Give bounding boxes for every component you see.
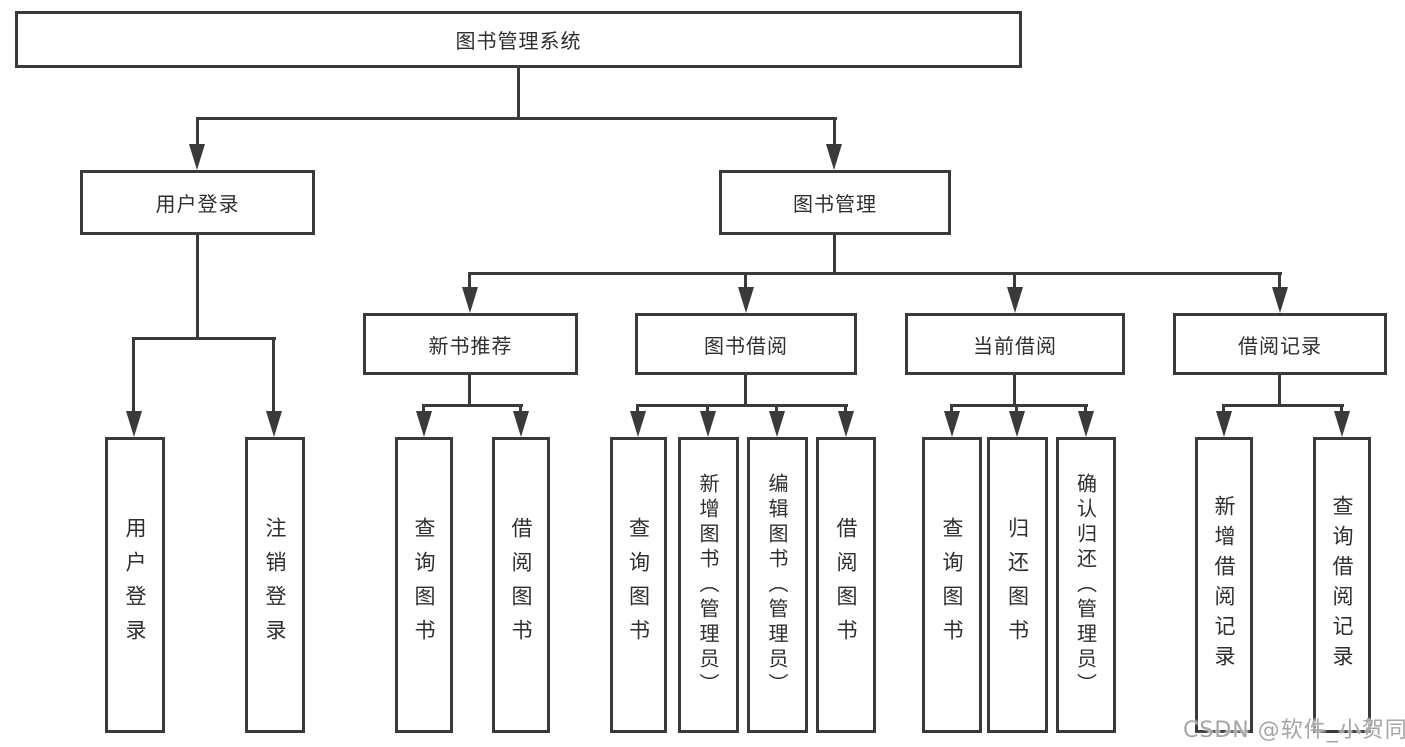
arrowhead-down-icon: [700, 411, 716, 437]
connector-line: [636, 404, 639, 413]
arrowhead-down-icon: [1334, 411, 1350, 437]
arrowhead-down-icon: [944, 411, 960, 437]
connector-line: [775, 404, 778, 413]
csdn-watermark: CSDN @软件_小贺同学: [1183, 718, 1405, 743]
connector-line: [468, 272, 471, 289]
arrowhead-down-icon: [1007, 287, 1023, 313]
leaf-label: 新增图书（管理员）: [696, 472, 720, 698]
connector-line: [950, 404, 1088, 407]
connector-line: [272, 337, 275, 414]
arrowhead-down-icon: [838, 411, 854, 437]
arrowhead-down-icon: [462, 287, 478, 313]
node-label: 图书管理系统: [455, 29, 582, 53]
arrowhead-down-icon: [1078, 411, 1094, 437]
node-book-borrowing: 图书借阅: [635, 313, 857, 375]
connector-line: [833, 117, 836, 147]
arrowhead-down-icon: [769, 411, 785, 437]
arrowhead-down-icon: [126, 411, 142, 437]
connector-line: [636, 404, 848, 407]
connector-line: [1222, 404, 1344, 407]
leaf-label: 用户登录: [123, 517, 147, 653]
leaf-query-books-current: 查询图书: [922, 437, 982, 733]
connector-line: [1084, 404, 1087, 413]
leaf-label: 新增借阅记录: [1212, 495, 1236, 675]
arrowhead-down-icon: [416, 411, 432, 437]
arrowhead-down-icon: [1216, 411, 1232, 437]
connector-line: [1222, 404, 1225, 413]
leaf-query-borrow-record: 查询借阅记录: [1313, 437, 1371, 733]
connector-line: [950, 404, 953, 413]
leaf-label: 编辑图书（管理员）: [765, 472, 789, 698]
leaf-label: 查询图书: [626, 517, 651, 653]
connector-line: [517, 68, 520, 120]
arrowhead-down-icon: [826, 144, 842, 170]
node-label: 用户登录: [155, 192, 240, 216]
leaf-add-book-admin: 新增图书（管理员）: [678, 437, 739, 733]
node-user-login: 用户登录: [80, 170, 315, 235]
connector-line: [744, 272, 747, 289]
node-borrowing-records: 借阅记录: [1173, 313, 1387, 375]
leaf-borrow-books-recommend: 借阅图书: [492, 437, 550, 733]
arrowhead-down-icon: [513, 411, 529, 437]
node-book-management: 图书管理: [719, 170, 951, 235]
node-label: 当前借阅: [973, 333, 1057, 358]
connector-line: [422, 404, 425, 413]
leaf-add-borrow-record: 新增借阅记录: [1195, 437, 1253, 733]
node-label: 图书管理: [793, 192, 877, 216]
leaf-query-books-recommend: 查询图书: [395, 437, 453, 733]
arrowhead-down-icon: [266, 411, 282, 437]
leaf-label: 借阅图书: [509, 517, 533, 653]
connector-line: [844, 404, 847, 413]
leaf-logout: 注销登录: [245, 437, 305, 733]
connector-line: [196, 235, 199, 339]
leaf-label: 归还图书: [1005, 517, 1030, 653]
node-label: 图书借阅: [704, 333, 788, 358]
connector-line: [1278, 375, 1281, 406]
connector-line: [519, 404, 522, 413]
connector-line: [132, 337, 276, 340]
leaf-label: 查询图书: [940, 517, 964, 653]
connector-line: [833, 235, 836, 274]
arrowhead-down-icon: [630, 411, 646, 437]
node-label: 借阅记录: [1238, 333, 1322, 358]
arrowhead-down-icon: [189, 144, 205, 170]
arrowhead-down-icon: [1009, 411, 1025, 437]
leaf-return-books: 归还图书: [987, 437, 1048, 733]
arrowhead-down-icon: [738, 287, 754, 313]
node-library-management-system: 图书管理系统: [15, 11, 1022, 68]
connector-line: [1013, 375, 1016, 406]
connector-line: [196, 117, 837, 120]
leaf-label: 确认归还（管理员）: [1073, 472, 1098, 698]
connector-line: [468, 375, 471, 406]
leaf-confirm-return-admin: 确认归还（管理员）: [1056, 437, 1116, 733]
node-new-book-recommend: 新书推荐: [363, 313, 578, 375]
connector-line: [706, 404, 709, 413]
node-current-borrowing: 当前借阅: [905, 313, 1125, 375]
connector-line: [744, 375, 747, 406]
leaf-label: 查询借阅记录: [1330, 495, 1354, 675]
connector-line: [132, 337, 135, 414]
leaf-label: 注销登录: [263, 517, 287, 653]
connector-line: [422, 404, 523, 407]
connector-line: [1013, 272, 1016, 289]
connector-line: [196, 117, 199, 147]
leaf-label: 借阅图书: [834, 517, 858, 653]
leaf-user-login: 用户登录: [105, 437, 165, 733]
leaf-edit-book-admin: 编辑图书（管理员）: [747, 437, 808, 733]
connector-line: [1278, 272, 1281, 289]
node-label: 新书推荐: [428, 333, 513, 358]
leaf-query-books-borrowing: 查询图书: [610, 437, 667, 733]
connector-line: [1015, 404, 1018, 413]
leaf-label: 查询图书: [412, 517, 436, 653]
connector-line: [1340, 404, 1343, 413]
leaf-borrow-books-borrowing: 借阅图书: [816, 437, 876, 733]
connector-line: [468, 272, 1282, 275]
arrowhead-down-icon: [1272, 287, 1288, 313]
